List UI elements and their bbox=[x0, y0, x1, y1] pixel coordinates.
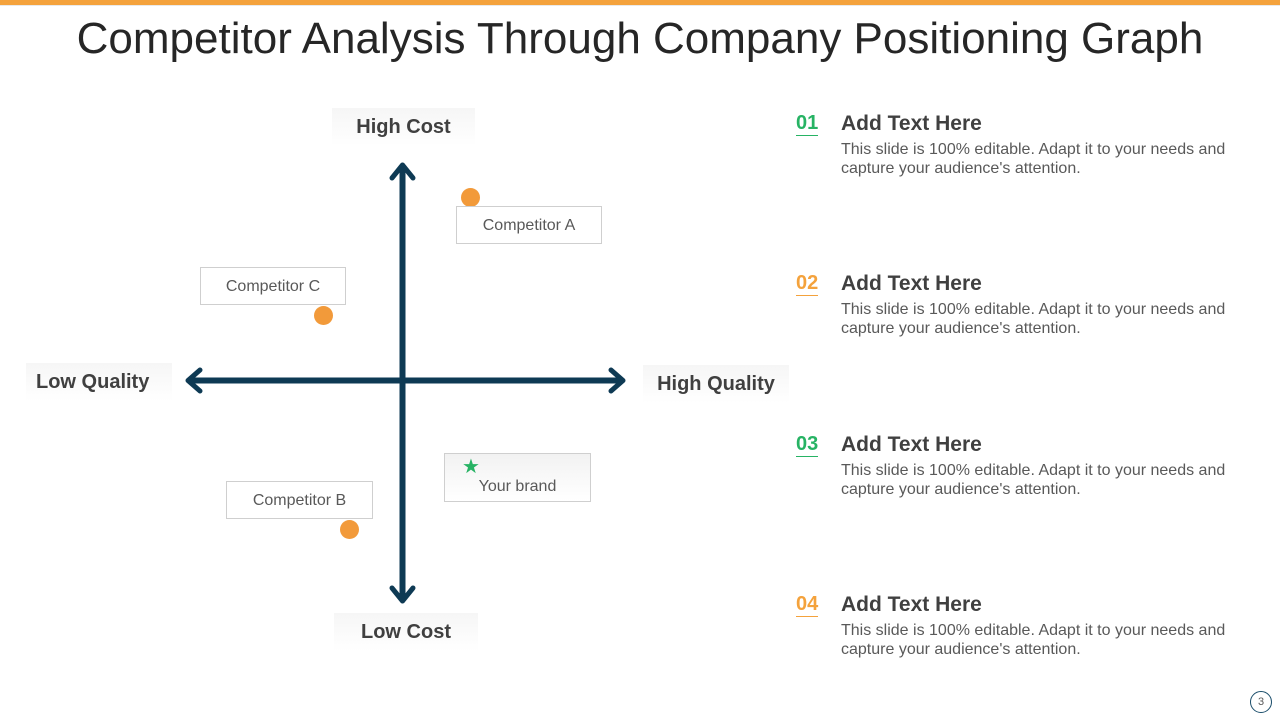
top-divider bbox=[0, 5, 1280, 6]
competitor-b-dot bbox=[340, 520, 359, 539]
item-number: 04 bbox=[796, 593, 819, 617]
item-body: This slide is 100% editable. Adapt it to… bbox=[841, 462, 1226, 498]
top-accent-bar bbox=[0, 0, 1280, 5]
axis-label-low-cost: Low Cost bbox=[334, 613, 478, 651]
item-body: This slide is 100% editable. Adapt it to… bbox=[841, 301, 1226, 337]
item-number: 01 bbox=[796, 112, 819, 136]
item-number: 02 bbox=[796, 272, 819, 296]
competitor-a-label: Competitor A bbox=[456, 206, 602, 244]
item-heading: Add Text Here bbox=[841, 112, 982, 135]
horizontal-axis-right-arrow bbox=[608, 367, 626, 394]
page-number: 3 bbox=[1250, 691, 1272, 713]
horizontal-axis-left-arrow bbox=[185, 367, 203, 394]
your-brand-box: ★ Your brand bbox=[444, 453, 591, 502]
your-brand-label: Your brand bbox=[478, 478, 557, 495]
competitor-c-label: Competitor C bbox=[200, 267, 346, 305]
axis-label-low-quality: Low Quality bbox=[26, 363, 172, 401]
slide-title: Competitor Analysis Through Company Posi… bbox=[76, 14, 1204, 63]
star-icon: ★ bbox=[462, 456, 480, 478]
item-body: This slide is 100% editable. Adapt it to… bbox=[841, 141, 1226, 177]
vertical-axis-top-arrow bbox=[389, 162, 416, 181]
competitor-a-dot bbox=[461, 188, 480, 207]
vertical-axis-bottom-arrow bbox=[389, 585, 416, 604]
item-heading: Add Text Here bbox=[841, 272, 982, 295]
axis-label-high-cost: High Cost bbox=[332, 108, 475, 146]
item-number: 03 bbox=[796, 433, 819, 457]
item-body: This slide is 100% editable. Adapt it to… bbox=[841, 622, 1226, 658]
competitor-b-label: Competitor B bbox=[226, 481, 373, 519]
competitor-c-dot bbox=[314, 306, 333, 325]
item-heading: Add Text Here bbox=[841, 433, 982, 456]
axis-label-high-quality: High Quality bbox=[643, 365, 789, 403]
item-heading: Add Text Here bbox=[841, 593, 982, 616]
